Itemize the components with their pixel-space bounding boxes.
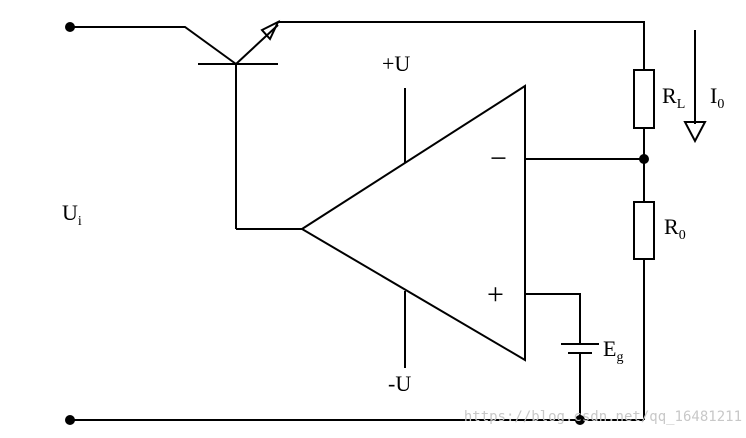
input-voltage-label: Ui [62, 200, 82, 229]
pos-supply-label: +U [382, 51, 410, 76]
load-resistor [633, 69, 655, 129]
opamp-triangle [300, 84, 526, 362]
current-arrow [683, 30, 707, 144]
sense-resistor [633, 201, 655, 260]
noninverting-wire [525, 293, 581, 335]
output-current-label: I0 [710, 83, 724, 112]
transistor [198, 19, 302, 230]
inverting-sign: − [490, 142, 507, 175]
watermark-text: https://blog.csdn.net/qq_16481211 [464, 409, 742, 425]
ground-junction [575, 415, 585, 425]
reference-battery [561, 335, 599, 420]
collector-wire [70, 26, 237, 65]
noninverting-sign: + [487, 278, 504, 311]
emitter-line [235, 24, 279, 65]
load-resistor-label: RL [662, 83, 685, 112]
reference-source-label: Eg [603, 336, 623, 365]
emitter-arrow-icon [260, 19, 281, 41]
emitter-to-load-wire [278, 21, 645, 70]
input-top-wire [65, 22, 237, 65]
neg-supply-label: -U [388, 371, 411, 396]
input-bottom-terminal [65, 415, 75, 425]
sense-resistor-label: R0 [664, 214, 686, 243]
current-arrow-icon [683, 121, 707, 144]
